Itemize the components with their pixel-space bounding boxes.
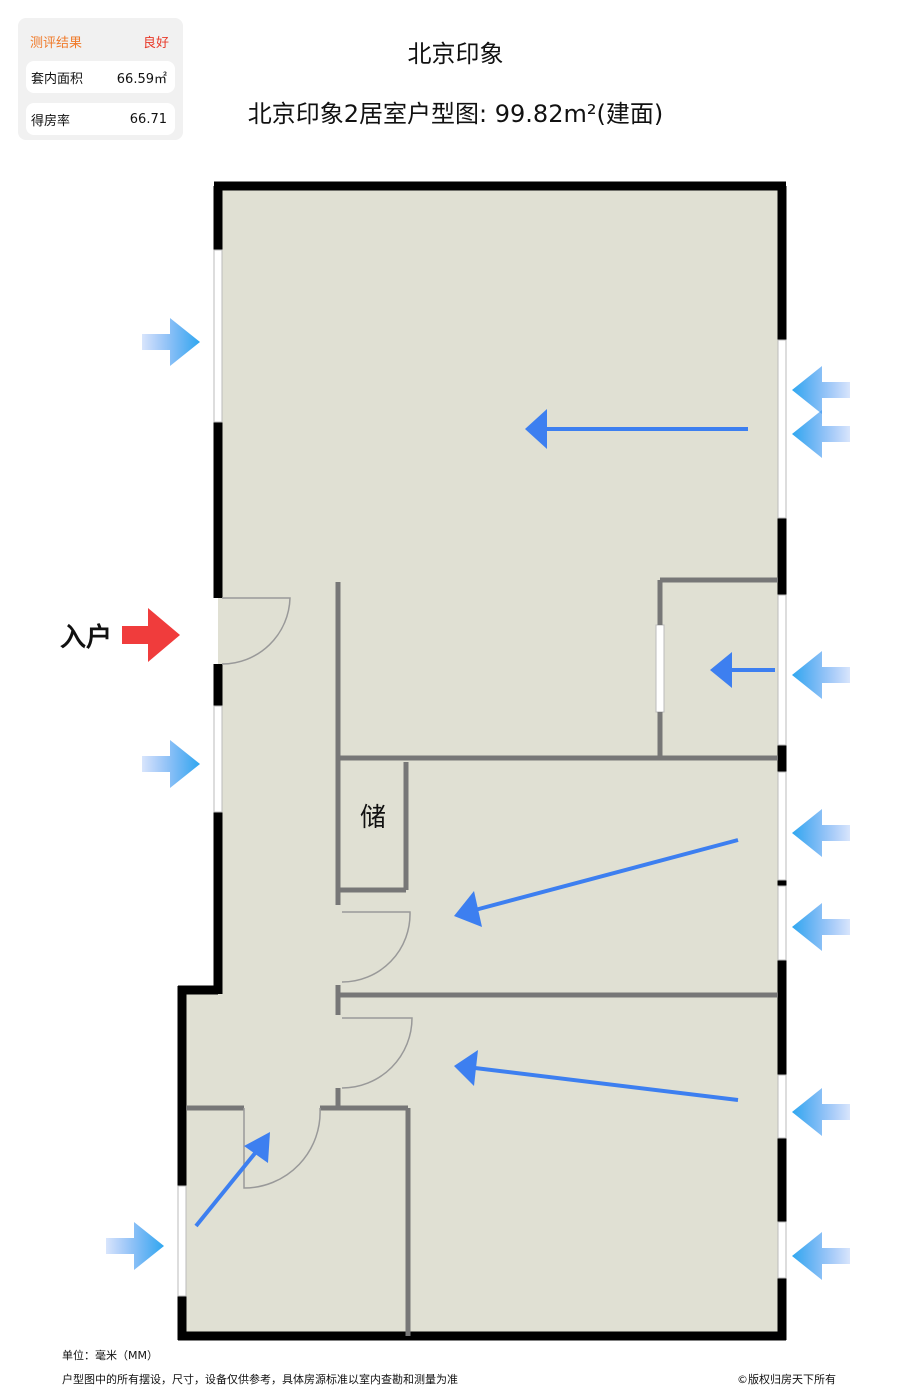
airflow-arrow-icon <box>792 366 850 414</box>
airflow-arrow-icon <box>142 318 200 366</box>
airflow-arrow-icon <box>792 903 850 951</box>
airflow-arrow-icon <box>792 1088 850 1136</box>
eval-label: 测评结果 <box>30 36 83 51</box>
inner-area-label: 套内面积 <box>31 71 84 87</box>
unit-note: 单位：毫米（MM） <box>62 1349 158 1362</box>
disclaimer: 户型图中的所有摆设，尺寸，设备仅供参考，具体房源标准以室内查勘和测量为准 <box>62 1373 458 1386</box>
evaluation-card: 测评结果 良好 套内面积 66.59㎡ 得房率 66.71 <box>18 18 183 140</box>
eval-rating: 良好 <box>142 36 169 51</box>
inner-area-row: 套内面积 66.59㎡ <box>26 61 175 93</box>
windows <box>177 249 787 1297</box>
entrance-arrow-icon <box>122 608 180 662</box>
doors <box>221 597 413 1189</box>
plan-subtitle: 北京印象2居室户型图: 99.82m²(建面) <box>247 100 664 128</box>
airflow-arrow-icon <box>792 809 850 857</box>
efficiency-row: 得房率 66.71 <box>26 103 175 135</box>
entrance-label: 入户 <box>60 622 112 653</box>
page-title: 北京印象 <box>407 40 504 68</box>
copyright: ©版权归房天下所有 <box>737 1373 836 1386</box>
storage-label: 储 <box>360 803 386 833</box>
floor-area <box>182 186 782 1336</box>
airflow-arrow-icon <box>792 410 850 458</box>
airflow-arrows <box>106 318 850 1280</box>
interior-walls <box>186 577 778 1336</box>
airflow-arrow-icon <box>792 1232 850 1280</box>
airflow-arrow-icon <box>142 740 200 788</box>
efficiency-label: 得房率 <box>31 113 71 129</box>
airflow-arrow-icon <box>792 651 850 699</box>
outer-walls <box>177 181 787 1341</box>
airflow-arrow-icon <box>106 1222 164 1270</box>
efficiency-value: 66.71 <box>129 111 167 127</box>
inner-area-value: 66.59㎡ <box>116 71 167 87</box>
